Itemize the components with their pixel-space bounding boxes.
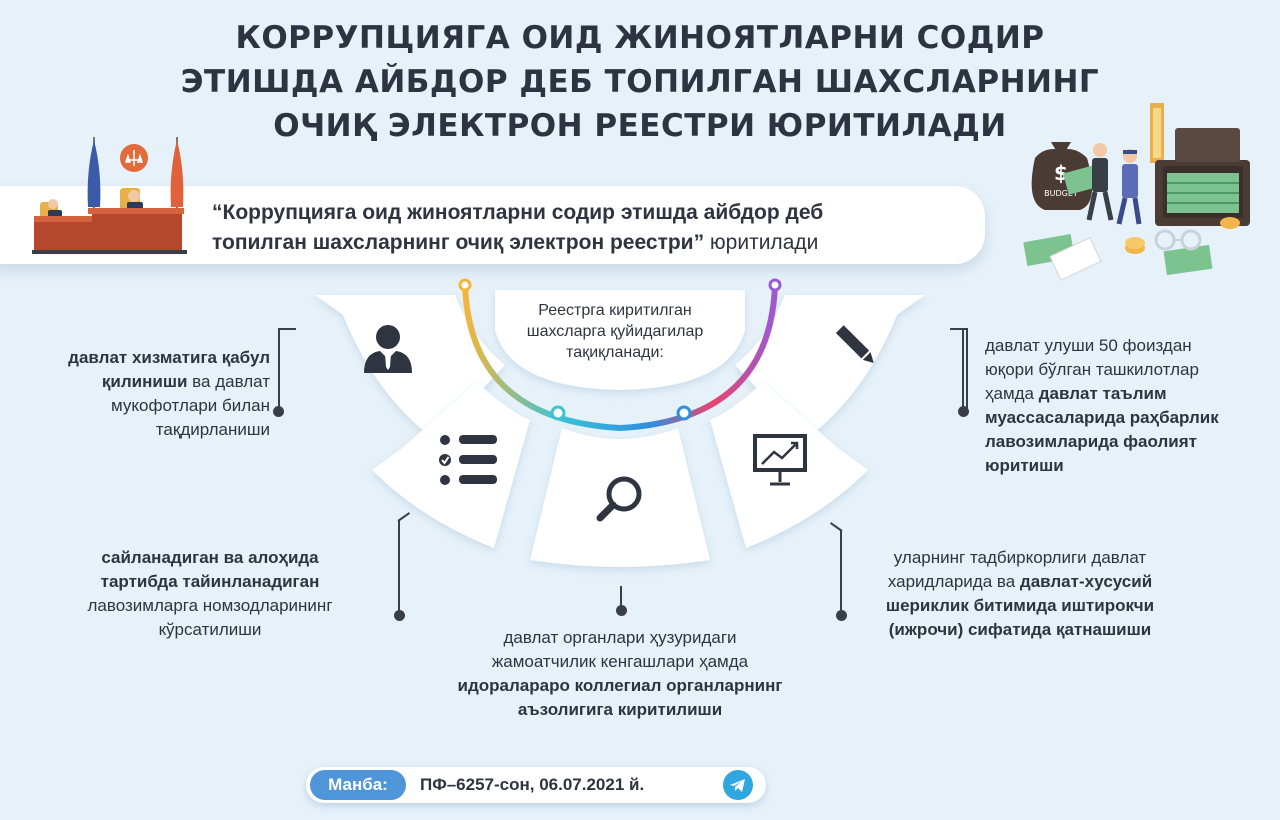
procurement-line-2: харидларида ва давлат-хусусий [855,570,1185,594]
nomination-line-2: тартибда тайинланадиган [100,572,320,591]
leadership-line-2: юқори бўлган ташкилотлар [985,360,1199,379]
user-tie-icon [364,325,412,373]
dot-leadership [958,406,969,417]
subtitle-line-2-rest: юритилади [704,231,819,254]
civil-service-line-4: тақдирланиши [155,420,270,439]
source-label: Манба: [310,770,406,800]
nomination-line-3: лавозимларга номзодларининг [87,596,333,615]
item-procurement: уларнинг тадбиркорлиги давлат харидларид… [855,546,1185,642]
bracket-leadership [950,328,968,414]
bracket-leadership-vertical [962,328,964,412]
bracket-procurement [840,530,842,616]
bracket-nomination [398,520,414,616]
center-label-line-3: тақиқланади: [566,344,664,361]
civil-service-line-2-rest: ва давлат [187,372,270,391]
subtitle-line-2-bold: топилган шахсларнинг очиқ электрон реест… [212,231,705,254]
bracket-civil-service [278,328,296,414]
color-arc [462,282,778,432]
councils-line-2: жамоатчилик кенгашлари ҳамда [491,652,749,671]
title-line-2: ЭТИШДА АЙБДОР ДЕБ ТОПИЛГАН ШАХСЛАРНИНГ [180,64,1100,100]
checklist-icon [439,435,497,485]
leadership-line-1: давлат улуши 50 фоиздан [985,336,1192,355]
leadership-line-3-rest: ҳамда [985,384,1039,403]
leadership-line-5: лавозимларида фаолият [985,432,1197,451]
center-label-line-1: Реестрга киритилган [538,302,692,319]
item-leadership: давлат улуши 50 фоиздан юқори бўлган таш… [985,334,1265,478]
leadership-line-4: муассасаларида раҳбарлик [985,408,1219,427]
bracket-councils [620,586,622,610]
procurement-line-1: уларнинг тадбиркорлиги давлат [893,548,1147,567]
telegram-icon[interactable] [723,770,753,800]
procurement-line-2-bold: давлат-хусусий [1019,572,1153,591]
leadership-line-3: ҳамда давлат таълим [985,382,1265,406]
civil-service-line-2: қилиниши ва давлат [30,370,270,394]
item-councils: давлат органлари ҳузуридаги жамоатчилик … [400,626,840,722]
courtroom-illustration [32,137,187,254]
title-line-3: ОЧИҚ ЭЛЕКТРОН РЕЕСТРИ ЮРИТИЛАДИ [273,108,1007,144]
center-label: Реестрга киритилган шахсларга қуйидагила… [500,300,730,363]
corruption-illustration: $ BUDGET [1023,103,1250,281]
procurement-line-3: шериклик битимида иштирокчи [885,596,1155,615]
center-label-line-2: шахсларга қуйидагилар [526,323,704,340]
segment-councils [530,428,710,567]
dollar-symbol: $ [1054,161,1068,185]
subtitle-line-1: “Коррупцияга оид жиноятларни содир этишд… [212,201,824,224]
leadership-line-3-bold: давлат таълим [1038,384,1167,403]
pencil-icon [835,325,874,364]
leadership-line-6: юритиши [985,456,1064,475]
segment-nomination [372,382,530,548]
dot-civil-service [273,406,284,417]
procurement-line-4: (ижрочи) сифатида қатнашиши [888,620,1152,639]
councils-line-1: давлат органлари ҳузуридаги [503,628,737,647]
procurement-line-2-rest: харидларида ва [887,572,1020,591]
dot-procurement [836,610,847,621]
civil-service-line-3: мукофотлари билан [111,396,270,415]
subtitle-line-2: топилган шахсларнинг очиқ электрон реест… [212,228,972,258]
title-line-1: КОРРУПЦИЯГА ОИД ЖИНОЯТЛАРНИ СОДИР [235,20,1045,56]
item-nomination: сайланадиган ва алоҳида тартибда тайинла… [60,546,360,642]
budget-label: BUDGET [1044,189,1078,198]
councils-line-4: аъзолигига киритилиши [517,700,723,719]
search-icon [596,476,642,522]
growth-chart-icon [753,434,807,486]
source-value: ПФ–6257-сон, 06.07.2021 й. [420,775,645,794]
subtitle: “Коррупцияга оид жиноятларни содир этишд… [212,198,972,258]
nomination-line-4: кўрсатилиши [158,620,262,639]
dot-councils [616,605,627,616]
page-title: КОРРУПЦИЯГА ОИД ЖИНОЯТЛАРНИ СОДИР ЭТИШДА… [0,16,1280,148]
item-civil-service: давлат хизматига қабул қилиниши ва давла… [30,346,270,442]
dot-nomination [394,610,405,621]
restrictions-diagram [315,278,925,567]
civil-service-line-2-bold: қилиниши [101,372,188,391]
center-cap [495,290,745,390]
nomination-line-1: сайланадиган ва алоҳида [101,548,319,567]
civil-service-line-1: давлат хизматига қабул [68,348,270,367]
councils-line-3: идоралараро коллегиал органларнинг [457,676,783,695]
